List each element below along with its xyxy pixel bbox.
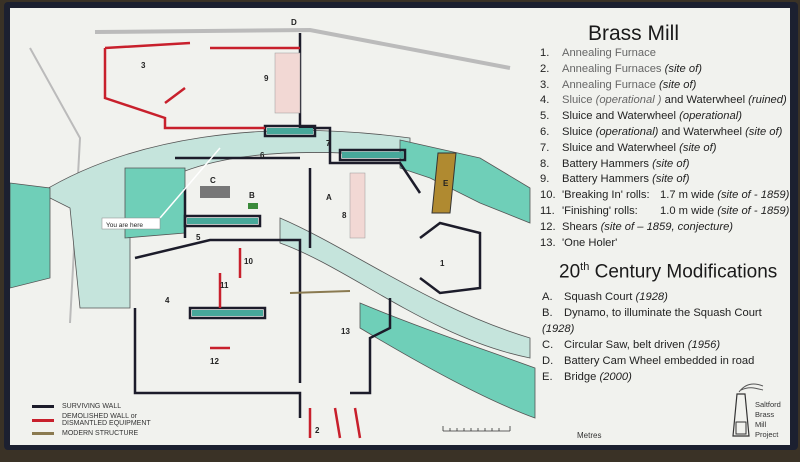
map-label-a: A bbox=[326, 193, 332, 202]
map-label-12: 12 bbox=[210, 357, 219, 366]
list-item: 2.Annealing Furnaces (site of) bbox=[540, 62, 702, 75]
bridge bbox=[431, 152, 457, 214]
river-west bbox=[10, 182, 51, 289]
map-label-1: 1 bbox=[440, 259, 445, 268]
list-item: E.Bridge (2000) bbox=[542, 371, 632, 383]
mill-features-list: 1.Annealing Furnace 2.Annealing Furnaces… bbox=[540, 46, 789, 251]
you-are-here-pointer bbox=[159, 147, 221, 219]
chimney-logo-icon bbox=[732, 383, 764, 437]
list-item: B.Dynamo, to illuminate the Squash Court… bbox=[542, 307, 762, 335]
dynamo bbox=[248, 203, 258, 209]
list-item: 12.Shears (site of – 1859, conjecture) bbox=[540, 220, 734, 233]
list-item: 8.Battery Hammers (site of) bbox=[540, 157, 690, 170]
list-item: 3.Annealing Furnace (site of) bbox=[540, 78, 697, 91]
map-label-5: 5 bbox=[196, 233, 201, 242]
demolished-walls bbox=[103, 41, 362, 439]
list-item: 13.'One Holer' bbox=[540, 236, 618, 249]
map-label-10: 10 bbox=[244, 257, 253, 266]
circular-saw bbox=[200, 186, 230, 198]
scale-label: Metres bbox=[577, 431, 602, 440]
river-south bbox=[359, 302, 536, 419]
map-label-6: 6 bbox=[260, 151, 265, 160]
map-label-8: 8 bbox=[342, 211, 347, 220]
path bbox=[29, 47, 82, 324]
map-label-9: 9 bbox=[264, 74, 269, 83]
legend-surviving-wall: SURVIVING WALL bbox=[32, 403, 151, 410]
list-item: D.Battery Cam Wheel embedded in road bbox=[542, 355, 755, 367]
modern-structure bbox=[289, 290, 351, 294]
legend-modern-structure: MODERN STRUCTURE bbox=[32, 430, 151, 437]
waterwheels bbox=[187, 128, 403, 316]
hammers-9 bbox=[274, 52, 301, 114]
river-east bbox=[399, 139, 531, 224]
hammers-8 bbox=[349, 172, 366, 239]
map-label-d: D bbox=[291, 18, 297, 27]
map-label-b: B bbox=[249, 191, 255, 200]
map-label-c: C bbox=[210, 176, 216, 185]
map-label-4: 4 bbox=[165, 296, 170, 305]
list-item: 11.'Finishing' rolls:1.0 m wide (site of… bbox=[540, 204, 790, 217]
map-label-11: 11 bbox=[220, 281, 229, 290]
modifications-list: A.Squash Court (1928) B.Dynamo, to illum… bbox=[542, 289, 790, 385]
list-item: 10.'Breaking In' rolls:1.7 m wide (site … bbox=[540, 189, 790, 202]
sign-title: Brass Mill bbox=[588, 22, 680, 45]
sign-panel: You are here D 3 9 7 6 C B A 8 E 1 5 10 … bbox=[10, 8, 790, 445]
you-are-here-label: You are here bbox=[106, 222, 143, 229]
list-item: 4.Sluice (operational ) and Waterwheel (… bbox=[540, 94, 787, 107]
list-item: C.Circular Saw, belt driven (1956) bbox=[542, 339, 721, 351]
site-map: You are here D 3 9 7 6 C B A 8 E 1 5 10 … bbox=[10, 18, 536, 439]
list-item: 5.Sluice and Waterwheel (operational) bbox=[540, 110, 742, 123]
map-label-7: 7 bbox=[326, 139, 331, 148]
map-label-e: E bbox=[443, 179, 449, 188]
tailrace bbox=[279, 217, 531, 359]
map-label-13: 13 bbox=[341, 327, 350, 336]
scale-bar bbox=[442, 426, 511, 432]
you-are-here-box bbox=[101, 217, 161, 230]
road bbox=[94, 27, 511, 70]
list-item: 6.Sluice (operational) and Waterwheel (s… bbox=[540, 125, 783, 138]
map-label-2: 2 bbox=[315, 426, 320, 435]
list-item: 1.Annealing Furnace bbox=[540, 47, 656, 59]
list-item: A.Squash Court (1928) bbox=[542, 291, 668, 303]
list-item: 9.Battery Hammers (site of) bbox=[540, 173, 690, 186]
modifications-title: 20th Century Modifications bbox=[559, 261, 778, 283]
list-item: 7.Sluice and Waterwheel (site of) bbox=[540, 141, 717, 154]
map-label-3: 3 bbox=[141, 61, 146, 70]
